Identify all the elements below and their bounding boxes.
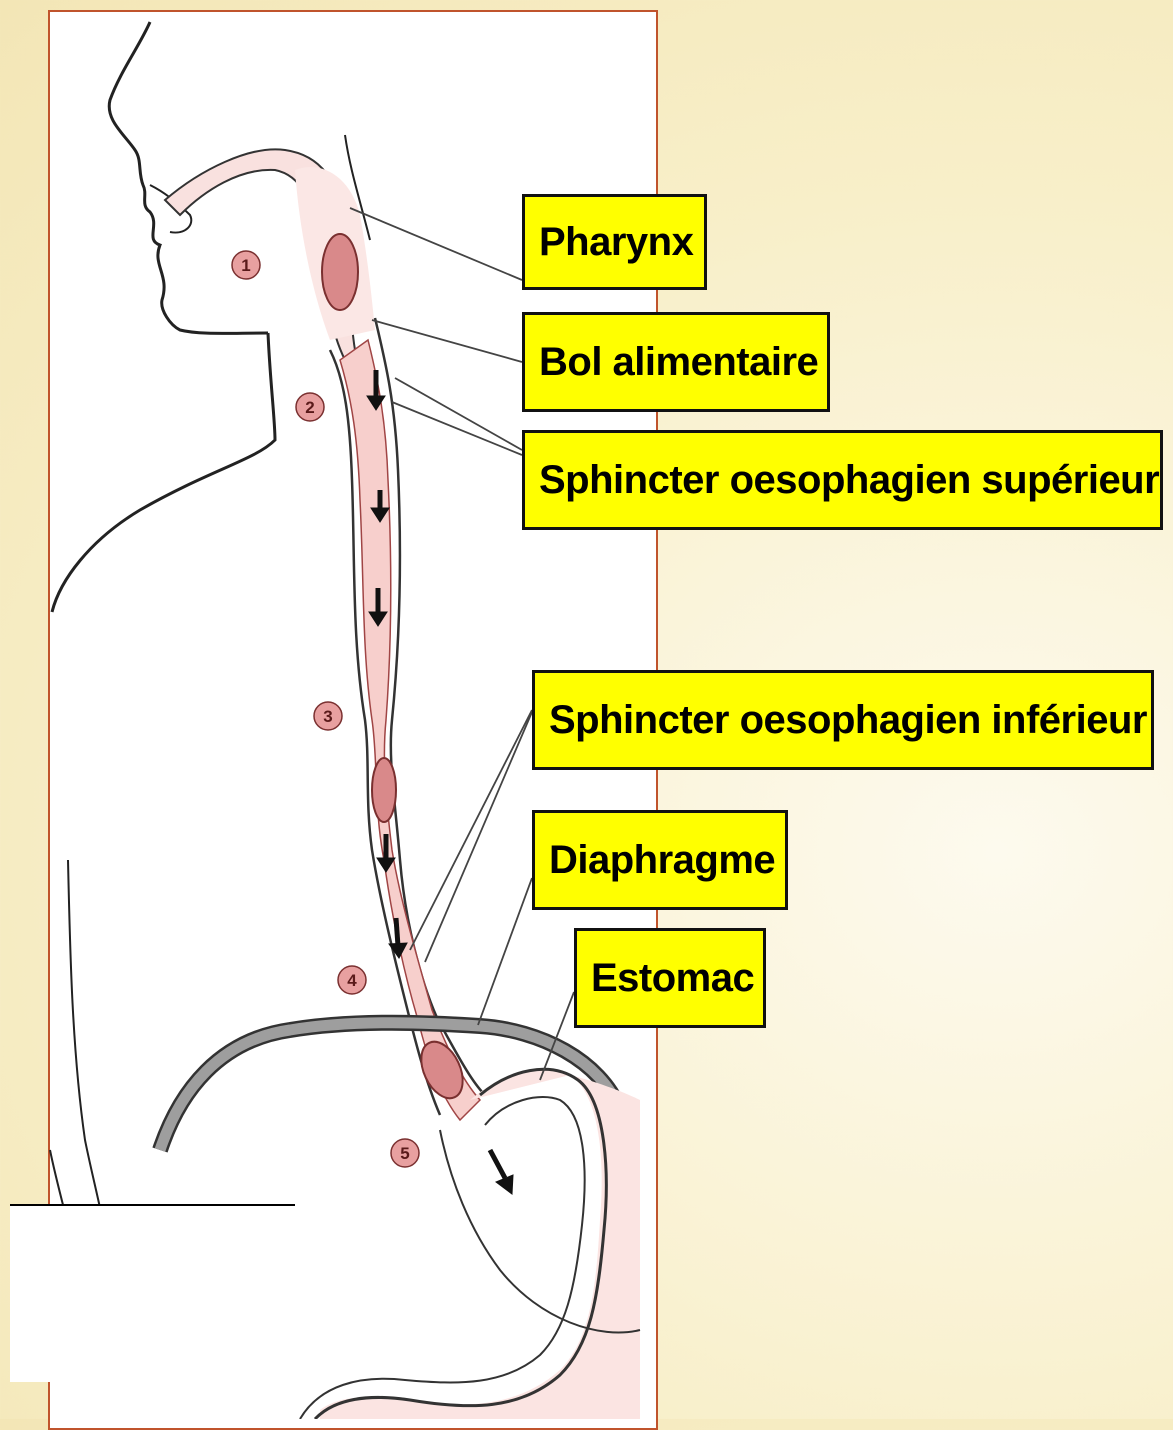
label-diaphragm: Diaphragme — [532, 810, 788, 910]
esophagus-lumen — [340, 340, 480, 1120]
bolus-mid — [372, 758, 396, 822]
label-stomach: Estomac — [574, 928, 766, 1028]
bolus-pharynx — [322, 234, 358, 310]
stage-number-5: 5 — [400, 1144, 409, 1163]
neck-outline — [52, 333, 275, 612]
stomach — [320, 1069, 640, 1419]
label-pharynx: Pharynx — [522, 194, 707, 290]
blank-overlay-box — [10, 1206, 295, 1382]
stomach-outline — [315, 1069, 606, 1419]
label-upper-sphincter: Sphincter oesophagien supérieur — [522, 430, 1163, 530]
stage-number-1: 1 — [241, 256, 250, 275]
stomach-inner-wall — [300, 1097, 585, 1419]
stage-number-2: 2 — [305, 398, 314, 417]
label-bolus: Bol alimentaire — [522, 312, 830, 412]
stage-number-3: 3 — [323, 707, 332, 726]
stage-number-4: 4 — [347, 971, 357, 990]
label-lower-sphincter: Sphincter oesophagien inférieur — [532, 670, 1154, 770]
esophagus-wall-right — [375, 318, 485, 1095]
head-outline — [109, 22, 268, 333]
